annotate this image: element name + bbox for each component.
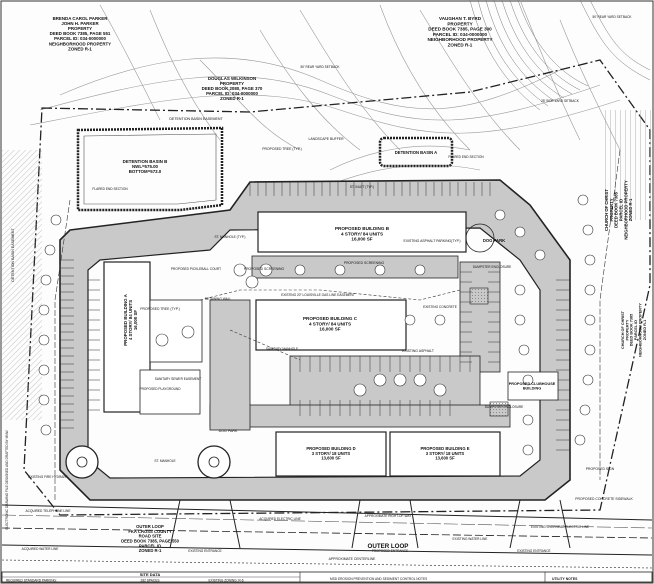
label-notes-rear_setback: 50' REAR YARD SETBACK: [300, 65, 340, 69]
proposed-trees: [38, 194, 596, 456]
label-notes-sanitary_manhole: SANITARY MANHOLE: [266, 347, 298, 351]
label-notes-side_setback: 25' SIDE YARD SETBACK: [541, 99, 580, 103]
playground-area: [139, 369, 201, 415]
label-notes-st_inlet: ST. INLET (TYP.): [350, 185, 374, 189]
label-notes-pickleball: PROPOSED PICKLEBALL COURT: [171, 267, 221, 271]
label-notes-proposed_entrance: PROPOSED ENTRANCE: [372, 549, 409, 553]
label-notes-rear_setback2: 50' REAR YARD SETBACK: [592, 15, 632, 19]
building-e-footprint: [389, 431, 501, 477]
dumpster-enclosure-1: [469, 287, 489, 305]
label-notes-st_manhole: ST. MANHOLE (TYP.): [215, 235, 246, 239]
label-notes-sanitary_sewer: SANITARY SEWER EASEMENT: [155, 377, 202, 381]
label-road-outer_loop: OUTER LOOP: [368, 543, 409, 550]
outer-loop-road: [1, 504, 653, 569]
label-dog-park-south: DOG PARK: [219, 429, 238, 433]
label-footer-spaces: 282 SPACES: [141, 579, 160, 583]
label-notes-sidewalk: PROPOSED CONCRETE SIDEWALK: [575, 497, 633, 501]
stalls-east-bay: [460, 271, 500, 363]
label-notes-landscape_buffer: LANDSCAPE BUFFER: [308, 137, 344, 141]
label-notes-proposed_screening2: PROPOSED SCREENING: [244, 267, 285, 271]
label-road-telephone: ACQUIRED TELEPHONE LINE: [26, 509, 71, 513]
label-road-electric2: EXISTING OVERHEAD ELECTRIC LINE: [531, 525, 589, 529]
label-basins-easement: DETENTION BASIN EASEMENT: [169, 117, 223, 121]
building-b-footprint: [257, 211, 467, 253]
label-notes-existing_entrance: EXISTING ENTRANCE: [188, 549, 221, 553]
label-footer-required_parking: REQUIRED STANDARD PARKING:: [6, 579, 57, 583]
utility-lines: [54, 149, 621, 500]
label-notes-st_manhole2: ST. MANHOLE: [154, 459, 175, 463]
west-inner-drive: [209, 299, 251, 431]
parking-stalls-left: [60, 259, 100, 429]
label-church-south: CHURCH OF CHRISTPROPERTYDEED BOOK 7385PA…: [621, 303, 647, 357]
parking-stalls-top: [249, 182, 491, 196]
label-buildings-a: PROPOSED BUILDING A4 STORY/ 84 UNITS16,0…: [123, 293, 138, 345]
parking-stalls-right: [556, 279, 570, 451]
detention-basin-b: [76, 126, 224, 212]
building-d-footprint: [275, 431, 387, 477]
label-road-row: APPROXIMATE RIGHT-OF-WAY: [365, 514, 413, 518]
cul-de-sac-west: [65, 445, 99, 479]
dog-park-shape: [465, 223, 495, 253]
cul-de-sac-east: [197, 445, 231, 479]
label-footer-site_data: SITE DATA: [140, 572, 161, 577]
label-footer-utility: UTILITY NOTES: [552, 577, 578, 581]
label-notes-flared_end: FLARED END SECTION: [92, 187, 128, 191]
entrance-middle: [351, 499, 419, 549]
label-road-water2: EXISTING WATER LINE: [453, 537, 488, 541]
label-notes-dumpster2: DUMPSTER ENCLOSURE: [485, 405, 524, 409]
label-notes-existing_parking: EXISTING ASPHALT PARKING(TYP.): [403, 239, 460, 243]
label-notes-proposed_tree2: PROPOSED TREE (TYP.): [140, 307, 179, 311]
label-footer-zoning: EXISTING ZONING: R-6: [208, 579, 243, 583]
detention-basin-a: [378, 136, 454, 168]
label-notes-existing_concrete: EXISTING CONCRETE: [423, 305, 457, 309]
label-notes-retaining_wall: RETAINING WALL: [205, 297, 232, 301]
label-notes-dumpster: DUMPSTER ENCLOSURE: [473, 265, 512, 269]
entrance-east: [509, 499, 571, 549]
label-sidebar_text: ELECTRONIC DRAWING FILE DESIGNED AND DRA…: [5, 430, 9, 529]
label-basins-basin_a: DETENTION BASIN A: [395, 150, 437, 155]
label-notes-fire_hydrant: EXISTING FIRE HYDRANT: [28, 475, 67, 479]
label-notes-sign: PROPOSED SIGN: [586, 467, 615, 471]
building-c-footprint: [255, 299, 407, 351]
detention-basin-b-inner: [83, 133, 217, 205]
label-notes-gas_line: EXISTING 20" LOUISVILLE GAS LINE EASEMEN…: [281, 293, 355, 297]
clubhouse-footprint: [507, 371, 559, 401]
offsite-hatch-left: [2, 150, 42, 420]
label-road-water: ACQUIRED WATER LINE: [22, 547, 59, 551]
label-road-electric: ACQUIRED ELECTRIC LINE: [259, 517, 300, 521]
stalls-south-bay: [299, 356, 471, 416]
label-footer-erosion: MSD EROSION PREVENTION AND SEDIMENT CONT…: [330, 577, 427, 581]
label-notes-existing_asphalt: EXISTING ASPHALT: [402, 349, 434, 353]
label-notes-dog_park: DOG PARK: [483, 238, 505, 243]
entrance-west: [169, 499, 241, 549]
topo-dense: [469, 0, 651, 111]
label-road-centerline: APPROXIMATE CENTERLINE: [329, 557, 376, 561]
label-notes-proposed_screening: PROPOSED SCREENING: [344, 261, 385, 265]
label-owners-church: CHURCH OF CHRISTPROPERTYDEED BOOK 7385PA…: [604, 180, 633, 240]
label-notes-playground: PROPOSED PLAYGROUND: [139, 387, 181, 391]
label-basins-easement_left: DETENTION BASIN EASEMENT: [11, 228, 15, 282]
label-notes-flared_end2: FLARED END SECTION: [448, 155, 484, 159]
east-parking-bay: [459, 261, 501, 373]
dumpster-enclosure-2: [489, 401, 509, 417]
label-notes-proposed_tree: PROPOSED TREE (TYP.): [262, 147, 301, 151]
label-notes-existing_entrance2: EXISTING ENTRANCE: [517, 549, 550, 553]
